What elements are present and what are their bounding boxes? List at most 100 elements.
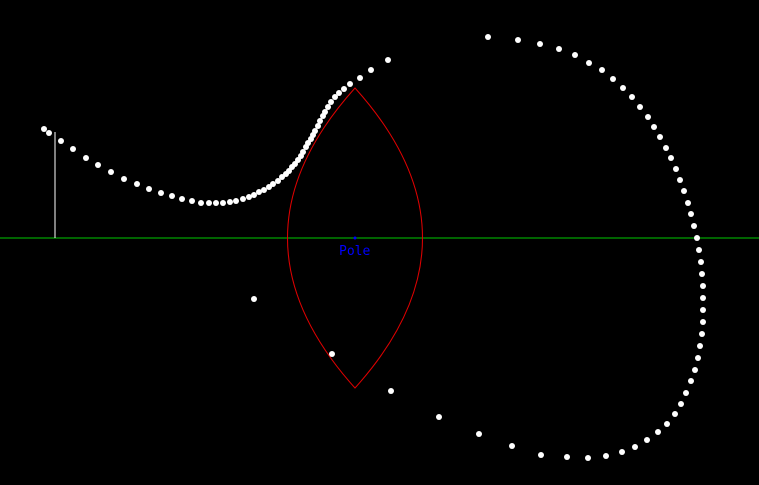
image-path-dot xyxy=(688,211,694,217)
image-path-dot xyxy=(695,355,701,361)
object-path-dot xyxy=(206,200,212,206)
image-path-dot xyxy=(688,378,694,384)
image-path-dot xyxy=(700,283,706,289)
image-path-dot xyxy=(657,134,663,140)
image-path-dot xyxy=(632,444,638,450)
object-path-dot xyxy=(58,138,64,144)
pole-label: Pole xyxy=(339,244,370,259)
image-path-dot xyxy=(619,449,625,455)
object-path-dot xyxy=(315,123,321,129)
object-path-dot xyxy=(108,169,114,175)
image-path-dot xyxy=(515,37,521,43)
image-path-dot xyxy=(683,390,689,396)
image-path-dot xyxy=(699,271,705,277)
object-path-dot xyxy=(83,155,89,161)
object-path-dot xyxy=(275,178,281,184)
image-path-dot xyxy=(538,452,544,458)
image-path-dot xyxy=(700,307,706,313)
object-path-dot xyxy=(336,90,342,96)
image-path-dot xyxy=(599,67,605,73)
object-path-dot xyxy=(246,194,252,200)
object-path-dot xyxy=(368,67,374,73)
image-path-dot xyxy=(603,453,609,459)
image-path-dot xyxy=(436,414,442,420)
object-path-dot xyxy=(322,109,328,115)
image-path-dot xyxy=(668,155,674,161)
object-path-dot xyxy=(46,130,52,136)
object-path-dot xyxy=(300,149,306,155)
image-path-dot xyxy=(620,85,626,91)
object-path-dot xyxy=(317,118,323,124)
object-path-dot xyxy=(256,189,262,195)
object-path-dot xyxy=(146,186,152,192)
image-path-dot xyxy=(694,235,700,241)
object-path-dot xyxy=(328,99,334,105)
object-path-dot xyxy=(270,181,276,187)
object-path-dot xyxy=(95,162,101,168)
image-path-dot xyxy=(678,401,684,407)
image-path-dot xyxy=(537,41,543,47)
convex-lens xyxy=(287,87,423,389)
image-path-dot xyxy=(677,177,683,183)
object-path-dot xyxy=(134,181,140,187)
image-path-dot xyxy=(476,431,482,437)
image-path-dot xyxy=(697,343,703,349)
image-path-dot xyxy=(696,247,702,253)
image-path-dot xyxy=(692,367,698,373)
object-path-dot xyxy=(385,57,391,63)
image-path-dot xyxy=(645,114,651,120)
image-path-dot xyxy=(485,34,491,40)
image-path-dots xyxy=(251,34,706,461)
object-path-dots xyxy=(41,57,391,206)
object-path-dot xyxy=(312,128,318,134)
image-path-dot xyxy=(673,166,679,172)
image-path-dot xyxy=(691,223,697,229)
object-path-dot xyxy=(233,198,239,204)
image-path-dot xyxy=(698,259,704,265)
object-path-dot xyxy=(213,200,219,206)
object-path-dot xyxy=(41,126,47,132)
object-path-dot xyxy=(357,75,363,81)
pole-marker xyxy=(353,236,357,240)
image-path-dot xyxy=(651,124,657,130)
object-path-dot xyxy=(220,200,226,206)
image-path-dot xyxy=(685,200,691,206)
object-path-dot xyxy=(251,192,257,198)
image-path-dot xyxy=(700,295,706,301)
object-path-dot xyxy=(189,198,195,204)
image-path-dot xyxy=(699,331,705,337)
object-path-dot xyxy=(121,176,127,182)
image-path-dot xyxy=(572,52,578,58)
object-path-dot xyxy=(332,94,338,100)
image-path-dot xyxy=(672,411,678,417)
image-path-dot xyxy=(644,437,650,443)
image-path-dot xyxy=(637,104,643,110)
image-path-dot xyxy=(610,76,616,82)
object-path-dot xyxy=(169,193,175,199)
image-path-dot xyxy=(251,296,257,302)
object-path-dot xyxy=(261,187,267,193)
image-path-dot xyxy=(629,94,635,100)
object-path-dot xyxy=(325,104,331,110)
image-path-dot xyxy=(663,145,669,151)
object-path-dot xyxy=(158,190,164,196)
object-path-dot xyxy=(70,146,76,152)
image-path-dot xyxy=(564,454,570,460)
object-path-dot xyxy=(198,200,204,206)
image-path-dot xyxy=(655,429,661,435)
image-path-dot xyxy=(664,421,670,427)
image-path-dot xyxy=(388,388,394,394)
image-path-dot xyxy=(585,455,591,461)
object-path-dot xyxy=(341,86,347,92)
image-path-dot xyxy=(681,188,687,194)
object-path-dot xyxy=(179,196,185,202)
object-path-dot xyxy=(240,196,246,202)
object-path-dot xyxy=(227,199,233,205)
image-path-dot xyxy=(509,443,515,449)
object-path-dot xyxy=(347,81,353,87)
image-path-dot xyxy=(700,319,706,325)
image-path-dot xyxy=(329,351,335,357)
image-path-dot xyxy=(586,60,592,66)
